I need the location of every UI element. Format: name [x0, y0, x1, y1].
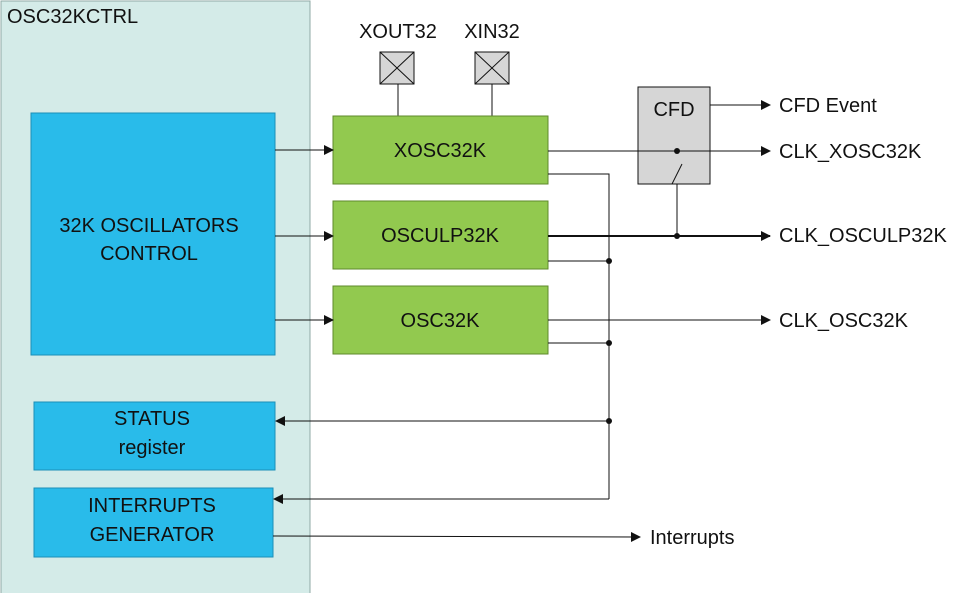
bus-junction-dot-2: [606, 340, 612, 346]
status-block-line1: STATUS: [114, 408, 190, 430]
interrupts-block-line2: GENERATOR: [90, 524, 215, 546]
bus-junction-dot-1: [606, 258, 612, 264]
status-feedback-bus: [548, 173, 610, 499]
pin-label-xout32: XOUT32: [359, 21, 437, 43]
clk-xosc-label: CLK_XOSC32K: [779, 141, 922, 163]
osculp32k-block: [332, 200, 549, 270]
osc32k-label: OSC32K: [401, 310, 481, 332]
osc32k-block: [332, 285, 549, 355]
cfd-switch-icon: [671, 163, 683, 185]
osculp-junction-dot: [674, 233, 680, 239]
osculp32k-label: OSCULP32K: [381, 225, 499, 247]
xout32-pin-icon: [379, 51, 415, 85]
container-label: OSC32KCTRL: [7, 6, 138, 28]
cfd-block: [637, 86, 711, 185]
interrupts-generator-block: [33, 487, 274, 558]
interrupts-block-line1: INTERRUPTS: [88, 495, 216, 517]
status-block-line2: register: [119, 437, 186, 459]
interrupts-output-label: Interrupts: [650, 527, 734, 549]
oscillators-control-block: [30, 112, 276, 356]
cfd-event-label: CFD Event: [779, 95, 877, 117]
xosc32k-label: XOSC32K: [394, 140, 487, 162]
xosc32k-block: [332, 115, 549, 185]
pin-label-xin32: XIN32: [464, 21, 520, 43]
interrupts-output-arrow: [272, 531, 641, 542]
control-block-line2: CONTROL: [100, 243, 198, 265]
control-block-line1: 32K OSCILLATORS: [59, 215, 238, 237]
cfd-label: CFD: [653, 99, 694, 121]
status-register-block: [33, 401, 276, 471]
clk-osc-label: CLK_OSC32K: [779, 310, 909, 332]
clk-osculp-label: CLK_OSCULP32K: [779, 225, 948, 247]
xosc-junction-dot: [674, 148, 680, 154]
xin32-pin-icon: [474, 51, 510, 85]
